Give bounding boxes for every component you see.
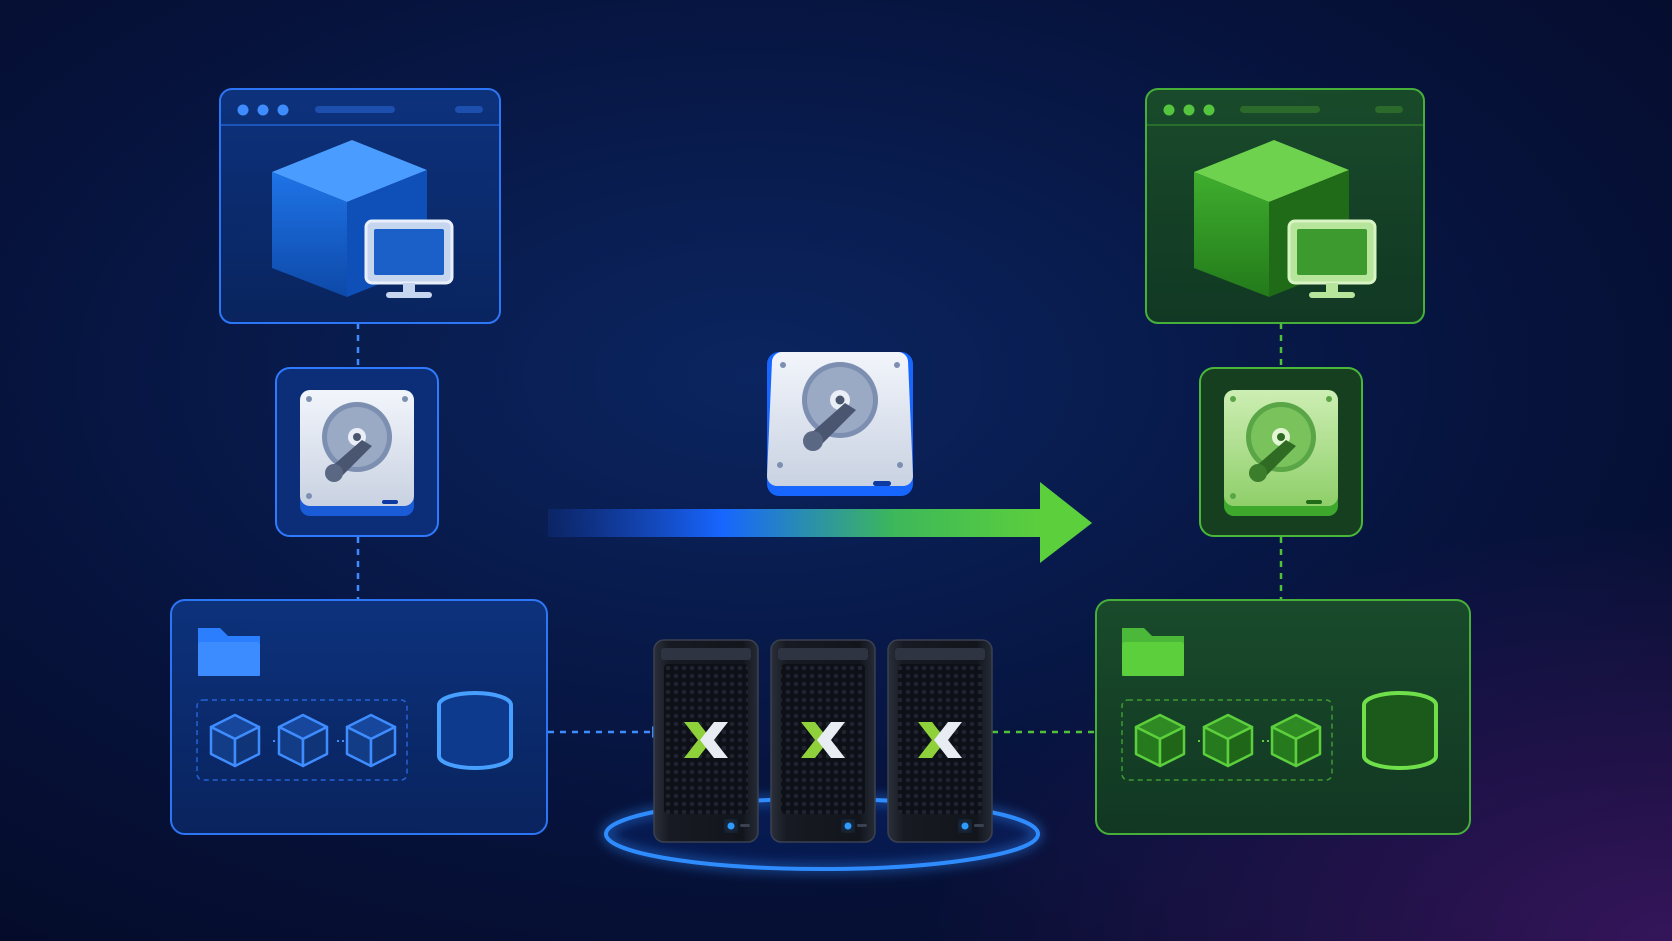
window-dot-icon [257, 104, 269, 116]
window-dot-icon [1183, 104, 1195, 116]
database-icon [437, 691, 513, 770]
database-icon [1362, 691, 1438, 770]
source-disk-tile [275, 367, 439, 537]
hard-disk-icon [767, 351, 913, 496]
vm-cube-icon [1134, 713, 1186, 768]
vm-cube-icon [1202, 713, 1254, 768]
window-dot-icon [277, 104, 289, 116]
source-side [170, 88, 548, 835]
window-dot-icon [1163, 104, 1175, 116]
vm-cube-icon [209, 713, 261, 768]
motion-streaks [607, 359, 783, 470]
target-storage-panel [1095, 599, 1471, 835]
folder-icon [1122, 628, 1184, 676]
target-disk-tile [1199, 367, 1363, 537]
x-logo-icon [918, 722, 962, 758]
server-tower-icon [653, 639, 759, 843]
server-tower-icon [770, 639, 876, 843]
transfer [548, 351, 1092, 563]
vm-cube-icon [345, 713, 397, 768]
server-tower-icon [887, 639, 993, 843]
vm-cube-icon [1270, 713, 1322, 768]
x-logo-icon [801, 722, 845, 758]
target-vm-window [1145, 88, 1425, 324]
window-dot-icon [1203, 104, 1215, 116]
cluster [548, 639, 1096, 871]
window-dot-icon [237, 104, 249, 116]
hard-disk-icon [1224, 390, 1338, 516]
monitor-icon [364, 219, 454, 298]
vm-cube-icon [277, 713, 329, 768]
x-logo-icon [684, 722, 728, 758]
monitor-icon [1287, 219, 1377, 298]
target-side [1095, 88, 1471, 835]
arrow-right-icon [548, 482, 1092, 563]
hard-disk-icon [300, 390, 414, 516]
folder-icon [198, 628, 260, 676]
source-vm-window [219, 88, 501, 324]
source-storage-panel [170, 599, 548, 835]
